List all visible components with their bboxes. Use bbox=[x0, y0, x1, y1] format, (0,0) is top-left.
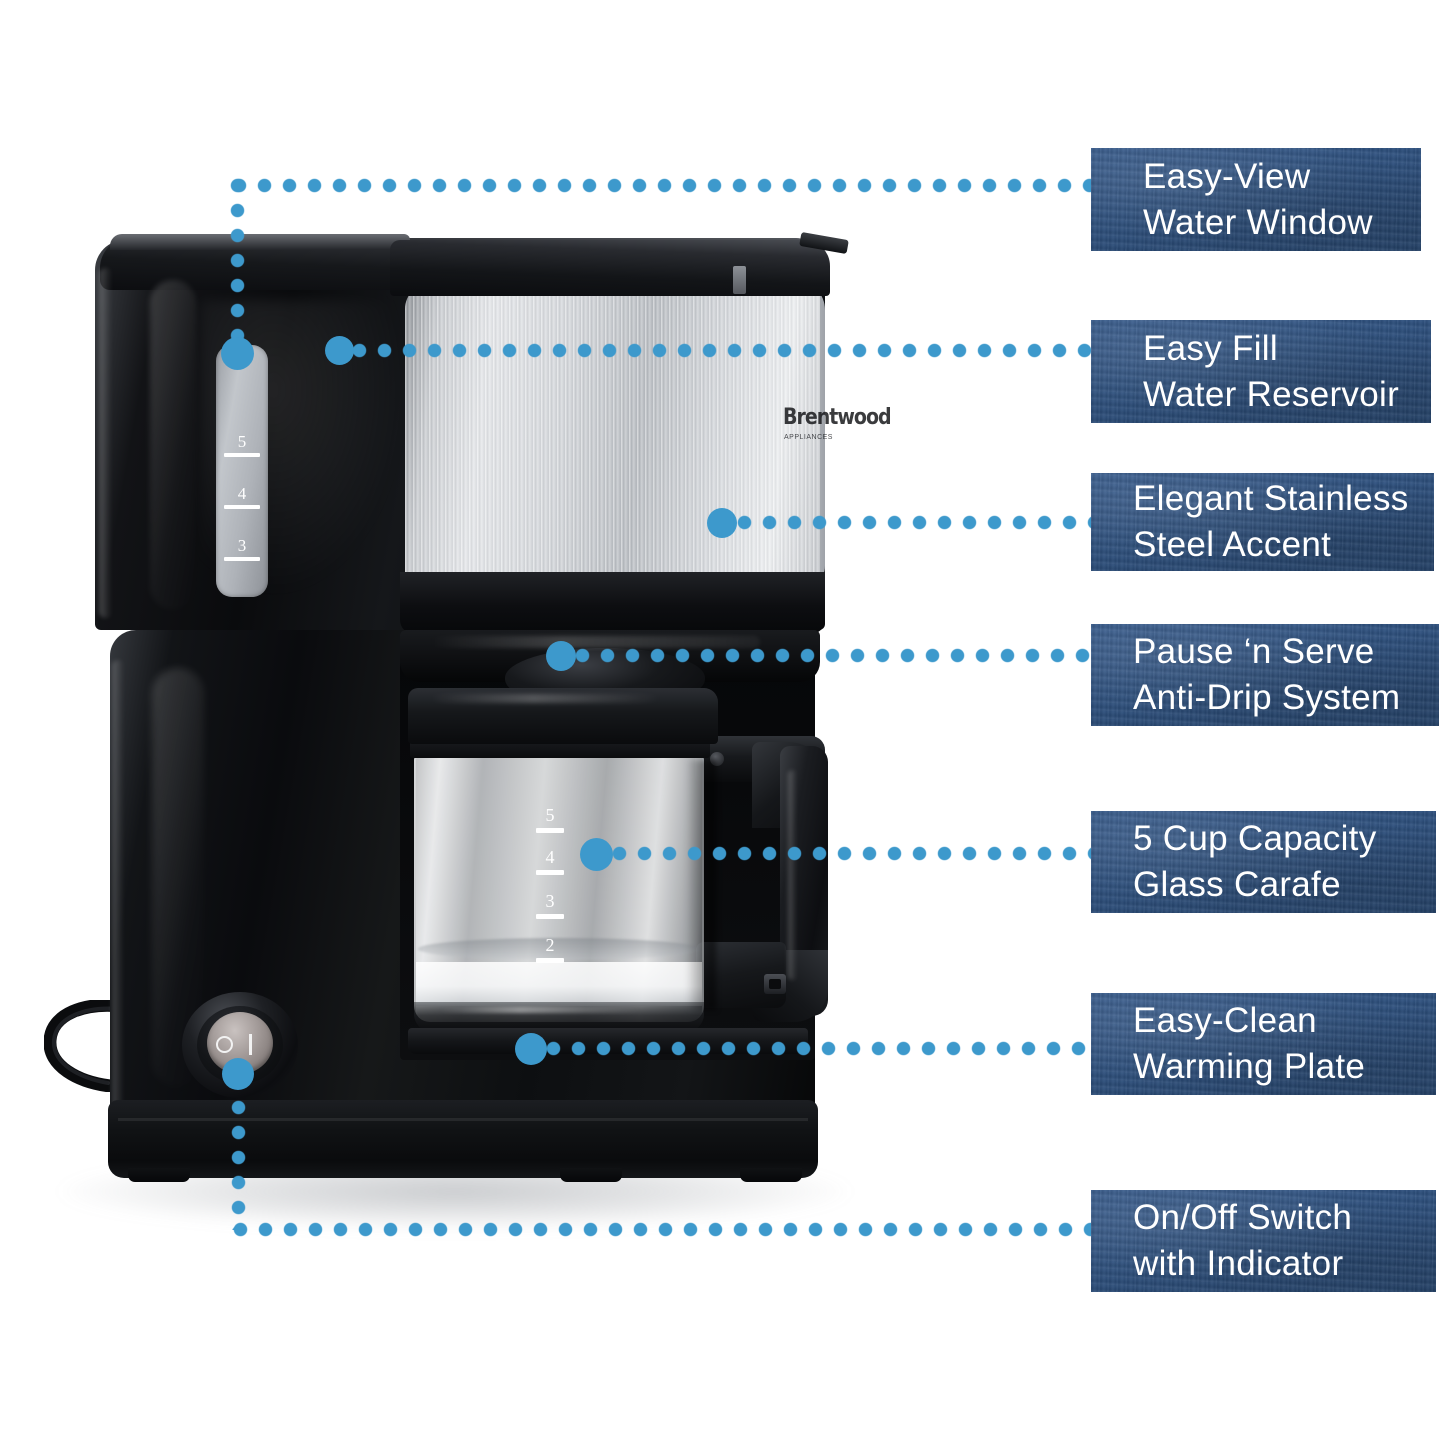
leader-line-glass-carafe bbox=[612, 846, 1092, 861]
callout-line-1: On/Off Switch bbox=[1133, 1198, 1353, 1237]
carafe-handle-clip-inner bbox=[769, 979, 781, 989]
lower-housing-edge-light bbox=[112, 660, 124, 1110]
callout-line-1: Easy-Clean bbox=[1133, 1001, 1317, 1040]
water-level-number: 4 bbox=[237, 484, 247, 503]
carafe-cup-tick bbox=[536, 914, 564, 919]
carafe-inner-ring bbox=[418, 938, 700, 960]
water-level-tick bbox=[224, 453, 260, 457]
carafe-cup-number: 3 bbox=[545, 891, 555, 911]
carafe-lid[interactable] bbox=[408, 688, 718, 744]
stainless-steel-accent-panel bbox=[405, 283, 820, 585]
callout-line-1: 5 Cup Capacity bbox=[1133, 819, 1377, 858]
carafe-cup-tick bbox=[536, 870, 564, 875]
power-off-symbol-icon bbox=[216, 1036, 233, 1053]
reservoir-lid-ridge bbox=[110, 234, 410, 250]
leader-endpoint-steel-accent bbox=[707, 508, 737, 538]
water-level-tick bbox=[224, 557, 260, 561]
leader-line-water-window-horizontal bbox=[232, 178, 1092, 193]
leader-endpoint-anti-drip bbox=[546, 641, 576, 671]
callout-line-2: Steel Accent bbox=[1133, 525, 1332, 564]
callout-line-1: Pause ‘n Serve bbox=[1133, 632, 1375, 671]
leader-line-water-window-vertical bbox=[230, 178, 245, 356]
carafe-bottom-rim bbox=[414, 1002, 704, 1032]
base-foot bbox=[740, 1168, 802, 1182]
carafe-handle-shadow bbox=[686, 760, 716, 1010]
callout-line-2: Warming Plate bbox=[1133, 1047, 1366, 1086]
callout-easy-fill-water-reservoir[interactable]: Easy Fill Water Reservoir bbox=[1091, 320, 1431, 423]
power-cord bbox=[44, 1000, 129, 1092]
leader-endpoint-water-window bbox=[221, 337, 254, 370]
leader-endpoint-power-switch bbox=[222, 1058, 254, 1090]
glass-carafe[interactable]: 5 4 3 2 bbox=[400, 650, 830, 1070]
carafe-lid-highlight bbox=[430, 694, 660, 703]
brand-subtext: APPLIANCES bbox=[784, 434, 833, 441]
callout-easy-view-water-window[interactable]: Easy-View Water Window bbox=[1091, 148, 1421, 251]
power-on-symbol-icon bbox=[249, 1034, 252, 1055]
carafe-cup-number: 2 bbox=[545, 935, 555, 955]
upper-housing-highlight bbox=[150, 280, 196, 610]
leader-line-power-switch-horizontal bbox=[233, 1222, 1092, 1237]
callout-pause-n-serve-anti-drip-system[interactable]: Pause ‘n Serve Anti-Drip System bbox=[1091, 624, 1439, 726]
carafe-cup-number: 5 bbox=[545, 805, 555, 825]
brand-logo: Brentwood APPLIANCES bbox=[781, 406, 892, 448]
carafe-cup-tick bbox=[536, 958, 564, 963]
lid-latch-notch[interactable] bbox=[733, 266, 746, 294]
leader-line-power-switch-vertical bbox=[231, 1075, 246, 1230]
upper-housing-base-strip bbox=[400, 572, 825, 634]
water-level-window: 5 4 3 bbox=[216, 345, 268, 597]
leader-line-water-reservoir bbox=[352, 343, 1092, 358]
base-plinth bbox=[108, 1100, 818, 1178]
callout-line-1: Easy Fill bbox=[1143, 328, 1278, 368]
leader-endpoint-warming-plate bbox=[515, 1033, 547, 1065]
carafe-handle-highlight bbox=[788, 770, 797, 980]
callout-line-1: Easy-View bbox=[1143, 156, 1311, 196]
callout-line-2: Glass Carafe bbox=[1133, 865, 1341, 904]
water-level-tick bbox=[224, 505, 260, 509]
callout-easy-clean-warming-plate[interactable]: Easy-Clean Warming Plate bbox=[1091, 993, 1436, 1095]
leader-endpoint-glass-carafe bbox=[580, 838, 613, 871]
upper-housing-edge-light bbox=[99, 268, 112, 618]
callout-line-2: Anti-Drip System bbox=[1133, 678, 1401, 717]
reservoir-lid[interactable] bbox=[390, 240, 830, 296]
callout-line-2: with Indicator bbox=[1133, 1244, 1344, 1283]
carafe-bottom-highlight bbox=[440, 1007, 640, 1013]
leader-line-anti-drip bbox=[575, 648, 1092, 663]
base-seam bbox=[118, 1118, 808, 1121]
leader-line-warming-plate bbox=[546, 1041, 1092, 1056]
leader-endpoint-water-reservoir bbox=[325, 336, 354, 365]
callout-line-1: Elegant Stainless bbox=[1133, 479, 1409, 518]
callout-line-2: Water Window bbox=[1143, 202, 1373, 242]
water-level-number: 5 bbox=[237, 432, 247, 451]
base-foot bbox=[560, 1168, 622, 1182]
callout-on-off-switch-with-indicator[interactable]: On/Off Switch with Indicator bbox=[1091, 1190, 1436, 1292]
callout-elegant-stainless-steel-accent[interactable]: Elegant Stainless Steel Accent bbox=[1091, 473, 1434, 571]
carafe-cup-tick bbox=[536, 828, 564, 833]
leader-line-steel-accent bbox=[737, 515, 1092, 530]
callout-5-cup-capacity-glass-carafe[interactable]: 5 Cup Capacity Glass Carafe bbox=[1091, 811, 1436, 913]
base-foot bbox=[128, 1168, 190, 1182]
callout-line-2: Water Reservoir bbox=[1143, 374, 1400, 414]
carafe-lower-band bbox=[416, 962, 702, 1006]
brand-wordmark: Brentwood bbox=[783, 404, 892, 430]
water-level-number: 3 bbox=[237, 536, 247, 555]
carafe-cup-number: 4 bbox=[545, 847, 555, 867]
brew-head-highlight bbox=[430, 636, 760, 648]
